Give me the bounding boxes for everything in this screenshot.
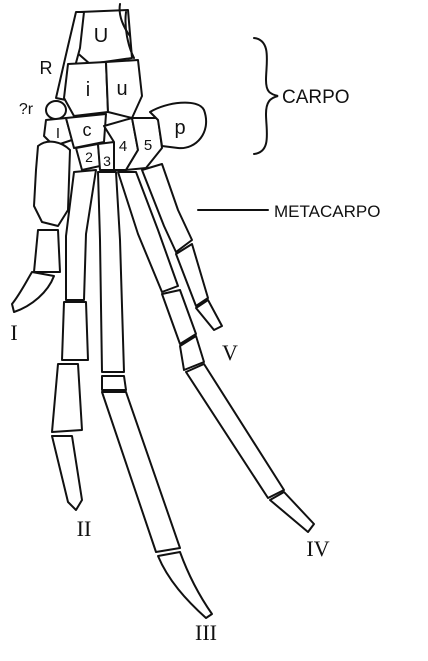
pisiform-label: p (174, 117, 185, 139)
carpal-3-label: 3 (103, 153, 111, 169)
intermedium-label: i (86, 79, 90, 101)
carpal-5-label: 5 (144, 137, 152, 154)
metacarpal-3 (98, 172, 124, 372)
carpal-1-label: I (56, 125, 60, 142)
digit-1 (12, 142, 70, 312)
phalanx-2-1 (62, 302, 88, 360)
metacarpal-1 (34, 142, 70, 226)
phalanx-4-4 (270, 492, 314, 532)
carpus-label: CARPO (282, 87, 350, 108)
metacarpus-label: METACARPO (274, 202, 380, 221)
phalanx-3-2 (102, 392, 180, 552)
ulnare-label: u (116, 78, 127, 100)
digit-1-label: I (10, 320, 17, 345)
phalanx-1-1 (34, 230, 60, 272)
phalanx-4-1 (162, 290, 196, 344)
metacarpal-2 (66, 170, 96, 300)
digit-3-label: III (195, 620, 217, 645)
phalanx-1-2 (12, 272, 54, 312)
possible-radiale-label: ?r (19, 101, 34, 118)
phalanx-5-2 (196, 300, 222, 330)
centrale-label: c (83, 120, 92, 140)
digit-4-label: IV (306, 536, 329, 561)
phalanx-4-3 (186, 364, 284, 498)
digit-2-label: II (77, 516, 92, 541)
carpus-brace (254, 38, 278, 154)
possible-radiale-bone (46, 101, 66, 119)
phalanx-2-2 (52, 364, 82, 432)
digit-5-label: V (222, 340, 238, 365)
ulna-label: U (94, 25, 108, 47)
carpal-4-label: 4 (119, 138, 127, 155)
phalanx-2-3 (52, 436, 82, 510)
radius-label: R (40, 58, 53, 78)
carpal-2-label: 2 (85, 149, 93, 165)
phalanx-3-1 (102, 376, 126, 390)
phalanx-3-3 (158, 552, 212, 618)
